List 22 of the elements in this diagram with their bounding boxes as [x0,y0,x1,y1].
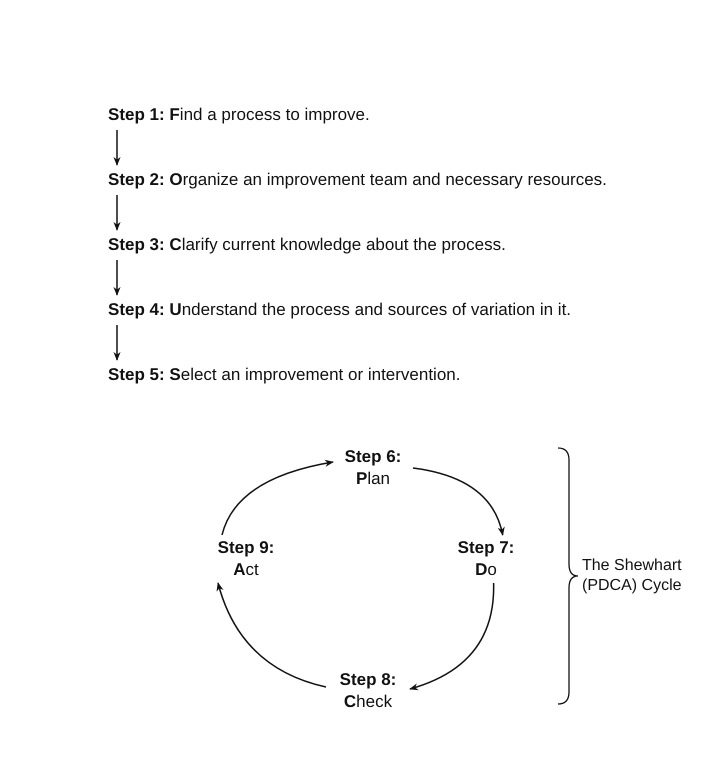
step-name: Check [342,691,394,713]
step-text: Step 5: Select an improvement or intervention. [108,364,460,386]
arrow [113,130,121,166]
step-name: Act [232,559,260,581]
step-heading: Step 7: [456,537,516,559]
arrow [113,260,121,296]
arrow [113,195,121,231]
step-heading: Step 6: [344,446,402,468]
step-name: Plan [354,468,392,490]
arrow [216,582,326,688]
step-heading: Step 8: [338,669,398,691]
step-text: Step 4: Understand the process and sources of variation in it. [108,299,572,321]
step-text: Step 3: Clarify current knowledge about the process. [108,234,506,256]
step-text: Step 1: Find a process to improve. [108,104,370,126]
arrow [221,460,334,536]
arrow [113,325,121,361]
step-name: Do [474,559,498,581]
step-heading: Step 9: [216,537,276,559]
arrow [409,582,494,690]
bracket-label: The Shewhart (PDCA) Cycle [582,556,683,596]
step-text: Step 2: Organize an improvement team and necessary resources. [108,169,607,191]
arrow [412,467,504,536]
